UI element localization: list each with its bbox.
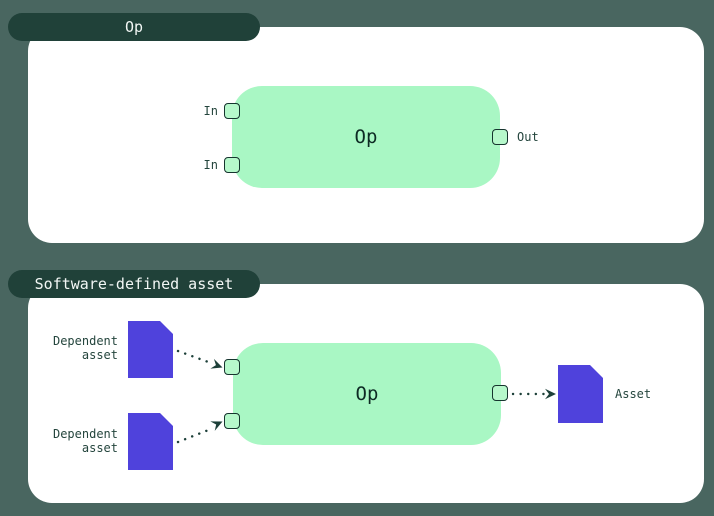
dependent-asset-label-1: Dependent asset [52,334,118,362]
op-section-tab-label: Op [124,18,144,36]
asset-label: Asset [615,387,652,401]
dependent-asset-shape-1 [128,321,173,378]
sda-section-tab-label: Software-defined asset [34,275,234,293]
output-label: Out [517,130,539,144]
sda-section-tab: Software-defined asset [8,270,260,298]
op-node: Op [232,86,500,188]
input-handle-2 [224,157,240,173]
op-section-tab: Op [8,13,260,41]
sda-op-node-label: Op [355,383,379,405]
sda-input-handle-1 [224,359,240,375]
sda-output-handle [492,385,508,401]
op-node-label: Op [354,126,378,148]
sda-input-handle-2 [224,413,240,429]
dependent-asset-label-2: Dependent asset [52,427,118,455]
output-handle [492,129,508,145]
sda-op-node: Op [233,343,501,445]
input-label-1: In [203,104,218,118]
input-handle-1 [224,103,240,119]
input-label-2: In [203,158,218,172]
dependent-asset-shape-2 [128,413,173,470]
asset-shape [558,365,603,423]
